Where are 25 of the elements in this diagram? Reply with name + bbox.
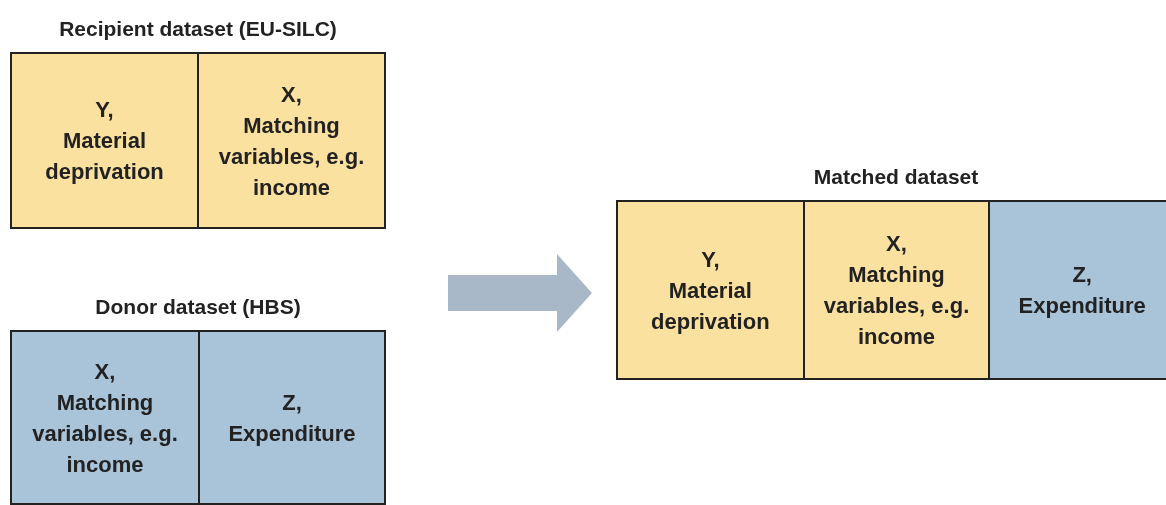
data-cell: [12, 332, 200, 503]
cell-text: X,: [94, 357, 116, 386]
dataset-title: Matched dataset: [812, 164, 980, 190]
cell-text: Matching variables, e.g. income: [217, 111, 366, 202]
dataset-title: Donor dataset (HBS): [94, 294, 302, 320]
cell-text: Expenditure: [228, 419, 356, 448]
data-cell: [618, 202, 805, 378]
cell-text: Matching variables, e.g. income: [31, 388, 179, 479]
data-cell: [804, 202, 991, 378]
cell-text: Y,: [95, 96, 114, 124]
cell-text: Material deprivation: [44, 127, 165, 186]
data-cell: [990, 202, 1166, 378]
cell-text: X,: [281, 80, 302, 109]
cell-text: Matching variables, e.g. income: [822, 261, 971, 351]
cell-text: Z,: [282, 388, 302, 417]
data-cell: [200, 332, 384, 503]
cell-text: Material deprivation: [650, 276, 771, 336]
data-cell: [199, 54, 384, 227]
dataset-title: Recipient dataset (EU-SILC): [58, 16, 338, 42]
cell-text: Z,: [1072, 261, 1092, 289]
cell-text: X,: [886, 230, 907, 258]
cell-text: Y,: [701, 245, 720, 274]
data-cell: [12, 54, 199, 227]
cell-text: Expenditure: [1018, 292, 1146, 320]
block-arrow: [448, 254, 592, 332]
